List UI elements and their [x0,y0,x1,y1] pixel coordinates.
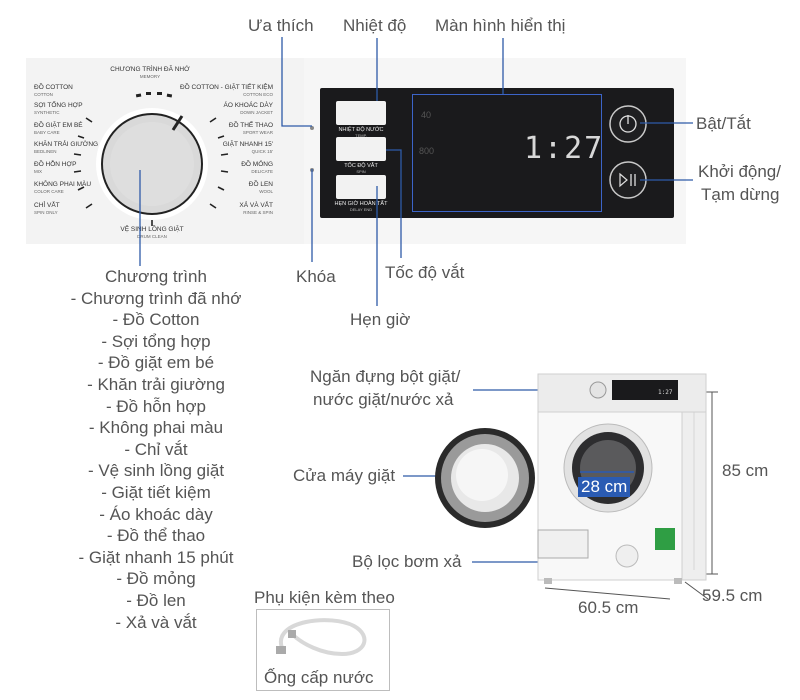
display-time: 1:27 [524,131,605,166]
spin-speed-callout: Tốc độ vắt [385,263,465,282]
temperature-callout: Nhiệt độ [343,16,407,35]
list-item: - Đồ Cotton [112,310,200,330]
accessory-item: Ống cấp nước [264,668,374,687]
timer-callout: Hẹn giờ [350,310,411,329]
depth-dimension: 59.5 cm [702,586,763,605]
list-item: - Giặt nhanh 15 phút [78,547,234,567]
drum-size-label: 28 cm [578,477,631,497]
spin-speed-button[interactable] [336,137,386,161]
power-callout: Bật/Tắt [696,114,751,133]
washing-machine-illustration: 1:27 [435,373,707,584]
list-item: - Đồ len [126,590,186,610]
display-callout: Màn hình hiển thị [435,16,566,35]
display-frame [412,94,602,212]
list-item: - Chỉ vắt [124,439,188,459]
favorite-callout: Ưa thích [248,16,314,35]
lock-callout: Khóa [296,267,336,286]
list-item: - Đồ mỏng [116,569,196,589]
display-rpm: 800 [419,146,435,156]
program-list: Chương trình - Chương trình đã nhớ - Đồ … [56,266,256,633]
dial-label-right: GIẶT NHANH 15'QUICK 15' [222,141,273,154]
list-item: - Đồ giặt em bé [97,353,215,373]
display-temp: 40 [421,110,432,120]
list-item: - Giặt tiết kiệm [101,482,211,502]
list-item: - Vệ sinh lồng giặt [87,461,225,481]
svg-text:1:27: 1:27 [658,389,673,396]
program-list-title: Chương trình [105,267,207,286]
play-pause-icon [619,172,628,188]
height-dimension: 85 cm [722,461,769,480]
start-pause-callout-line2: Tạm dừng [701,185,780,204]
accessory-title: Phụ kiện kèm theo [254,588,395,607]
favorite-indicator-icon [310,126,314,130]
list-item: - Không phai màu [88,418,224,438]
drum-size-line [580,471,634,473]
list-item: - Áo khoác dày [99,504,213,524]
door-callout: Cửa máy giặt [293,466,396,485]
list-item: - Đồ thể thao [106,526,206,546]
list-item: - Xả và vắt [115,612,197,632]
program-dial-graphic [73,92,229,226]
list-item: - Chương trình đã nhớ [70,288,242,308]
width-dimension: 60.5 cm [578,598,639,617]
water-hose-icon [276,618,367,657]
list-item: - Sợi tổng hợp [101,331,211,351]
detergent-callout: Ngăn đựng bột giặt/ [310,367,461,386]
round-buttons [609,105,647,199]
drain-filter-callout: Bộ lọc bơm xả [352,552,462,571]
delay-end-button[interactable] [336,175,386,199]
list-item: - Khăn trải giường [87,374,225,394]
temperature-button[interactable] [336,101,386,125]
start-pause-callout: Khởi động/ [698,162,781,181]
detergent-callout-line2: nước giặt/nước xả [313,390,454,409]
list-item: - Đồ hỗn hợp [106,396,206,416]
